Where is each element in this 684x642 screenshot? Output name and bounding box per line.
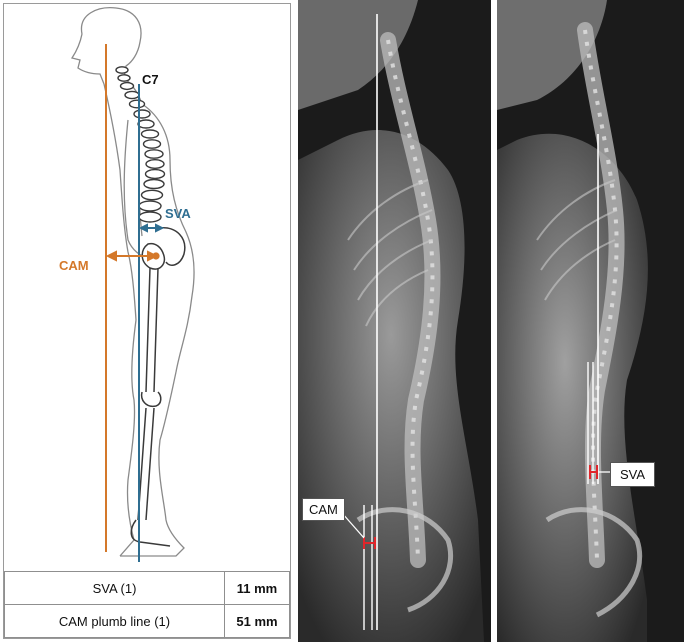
sva-diagram-label: SVA <box>165 206 191 221</box>
row-label: CAM plumb line (1) <box>5 605 225 638</box>
cam-arrow <box>108 252 159 260</box>
body-outline <box>72 8 194 556</box>
diagram-panel: C7 SVA CAM SVA (1) 11 mm CAM plumb line … <box>0 0 296 642</box>
body-diagram: C7 SVA CAM <box>0 0 296 572</box>
sva-label-box: SVA <box>610 462 655 487</box>
xray-sva-graphic <box>497 0 684 642</box>
row-label: SVA (1) <box>5 572 225 605</box>
c7-label: C7 <box>142 72 159 87</box>
row-value: 11 mm <box>225 572 290 605</box>
sva-arrow <box>141 225 162 231</box>
table-row: CAM plumb line (1) 51 mm <box>5 605 290 638</box>
xray-image-cam: CAM <box>298 0 491 642</box>
measurement-table: SVA (1) 11 mm CAM plumb line (1) 51 mm <box>4 571 290 638</box>
xray-cam-graphic <box>298 0 491 642</box>
row-value: 51 mm <box>225 605 290 638</box>
xray-image-sva: SVA <box>497 0 684 642</box>
spine <box>116 67 165 222</box>
table-row: SVA (1) 11 mm <box>5 572 290 605</box>
cam-diagram-label: CAM <box>59 258 89 273</box>
cam-label-box: CAM <box>302 498 345 521</box>
